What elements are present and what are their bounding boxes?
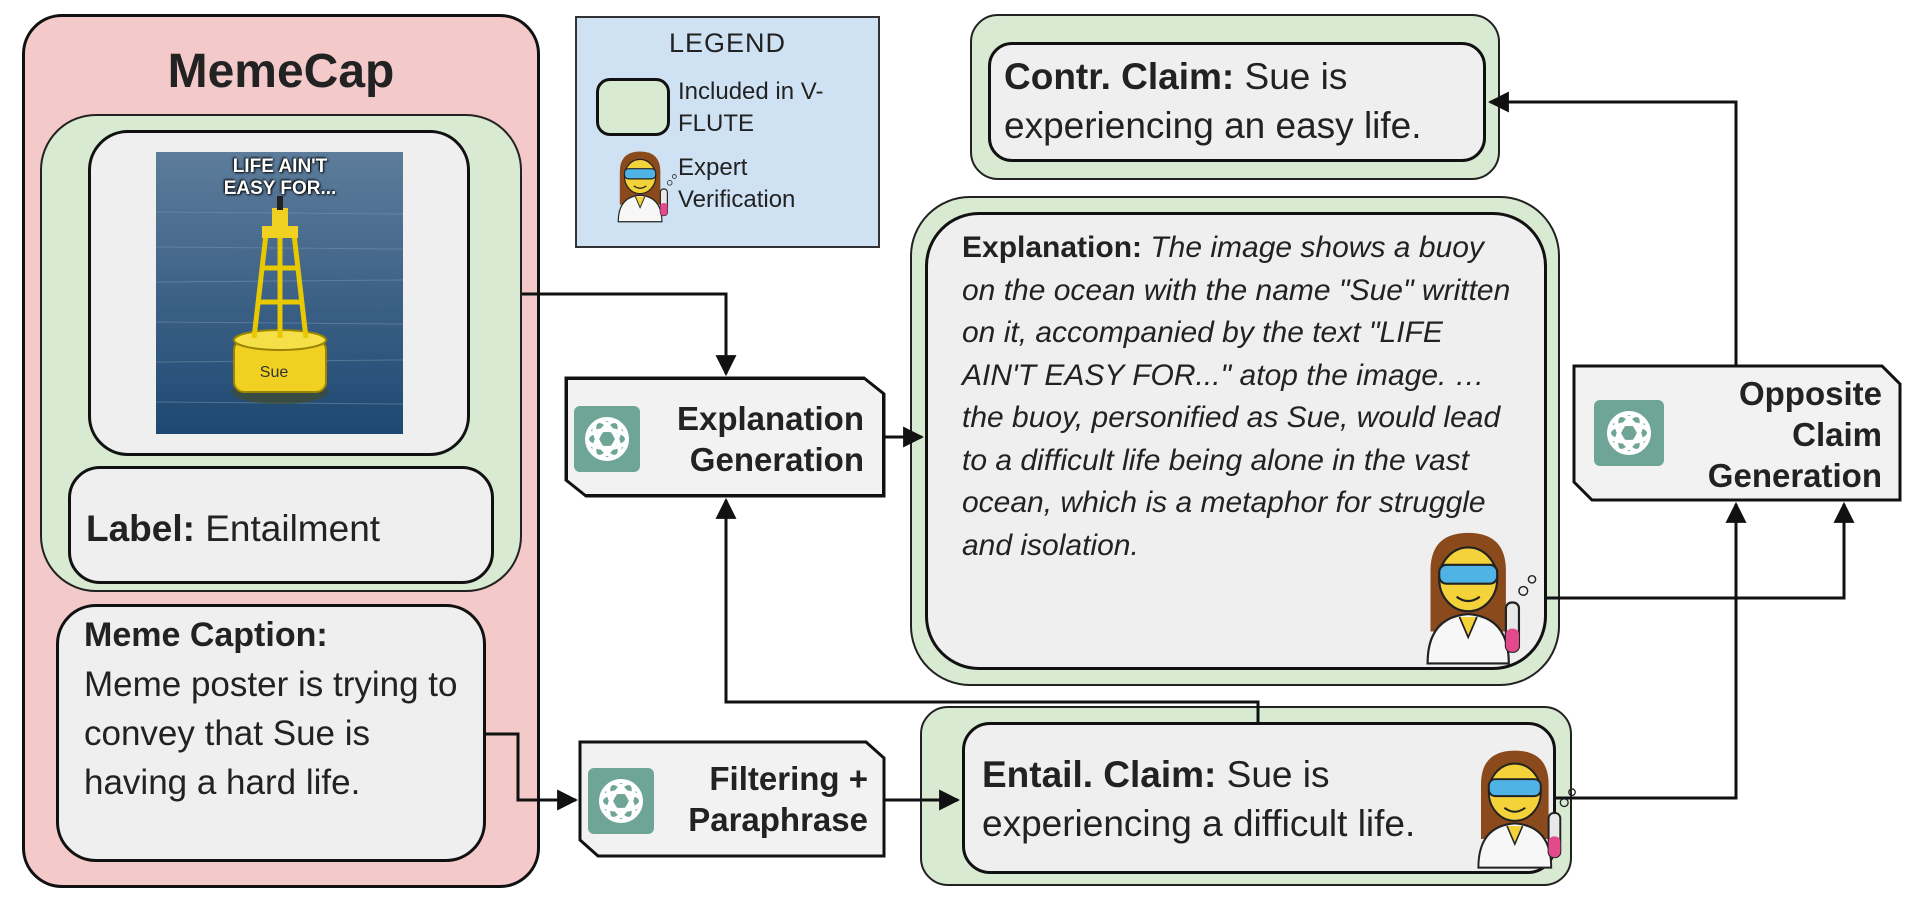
legend-included-swatch xyxy=(596,78,670,136)
explanation-text: Explanation: The image shows a buoy on t… xyxy=(962,227,1517,567)
openai-logo-icon xyxy=(1594,400,1664,466)
contr-claim-text: Contr. Claim: Sue is experiencing an eas… xyxy=(1004,52,1484,150)
entail-claim-box xyxy=(962,722,1556,874)
label-key: Label: xyxy=(86,508,195,549)
contr-claim-box xyxy=(988,42,1486,162)
openai-logo-icon xyxy=(574,406,640,472)
entail-claim-value: Sue is experiencing a difficult life. xyxy=(982,754,1416,844)
explanation-key: Explanation: xyxy=(962,231,1143,264)
contr-claim-value: Sue is experiencing an easy life. xyxy=(1004,56,1422,146)
memecap-title: MemeCap xyxy=(167,45,395,98)
openai-logo-icon xyxy=(588,768,654,834)
filtering-paraphrase-label: Filtering + Paraphrase xyxy=(688,760,868,838)
label-value: Entailment xyxy=(205,508,381,549)
entail-claim-key: Entail. Claim: xyxy=(982,754,1217,795)
explanation-generation-label: Explanation Generation xyxy=(676,400,864,478)
caption-value: Meme poster is trying to convey that Sue… xyxy=(84,665,458,802)
contr-claim-key: Contr. Claim: xyxy=(1004,56,1235,97)
label-box xyxy=(68,466,494,584)
legend-included-label: Included in V-FLUTE xyxy=(678,78,824,137)
label-text: Label: Entailment xyxy=(86,504,486,553)
caption-key: Meme Caption: xyxy=(84,616,328,654)
buoy-meme-image xyxy=(156,152,403,434)
explanation-value: The image shows a buoy on the ocean with… xyxy=(962,231,1511,562)
meme-image xyxy=(156,152,403,434)
meme-top-text: LIFE AIN'T EASY FOR... xyxy=(223,156,337,199)
legend-title: LEGEND xyxy=(668,28,787,58)
legend-expert-label: Expert Verification xyxy=(678,154,796,213)
meme-buoy-name: Sue xyxy=(259,364,289,381)
caption-box xyxy=(56,604,486,862)
entail-claim-text: Entail. Claim: Sue is experiencing a dif… xyxy=(982,750,1482,848)
opposite-claim-generation-label: Opposite Claim Generation xyxy=(1707,375,1882,494)
